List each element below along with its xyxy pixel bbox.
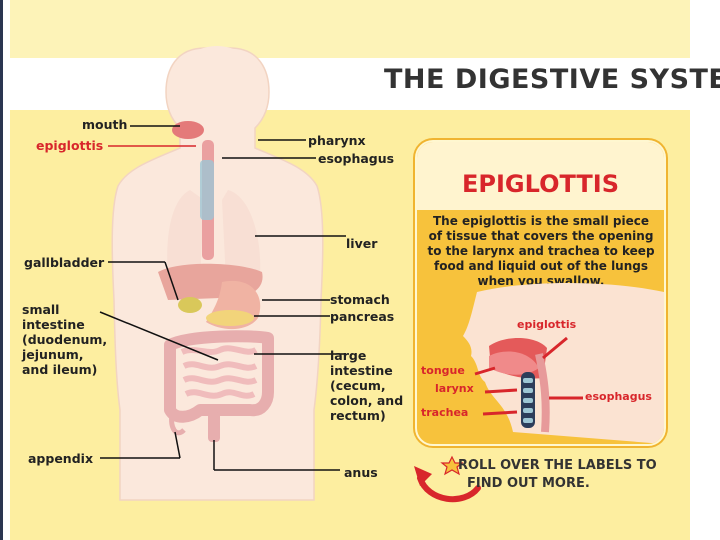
label-small-intestine[interactable]: small intestine (duodenum, jejunum, and … bbox=[22, 302, 107, 377]
label-mouth[interactable]: mouth bbox=[82, 117, 127, 132]
label-pharynx[interactable]: pharynx bbox=[308, 133, 366, 148]
label-epiglottis[interactable]: epiglottis bbox=[36, 138, 103, 153]
panel-label-epiglottis[interactable]: epiglottis bbox=[517, 318, 576, 331]
page-title: THE DIGESTIVE SYSTEM bbox=[384, 64, 720, 95]
trachea-tube bbox=[200, 160, 214, 220]
rollover-instruction: ROLL OVER THE LABELS TO FIND OUT MORE. bbox=[458, 457, 657, 493]
mouth-cavity bbox=[172, 121, 204, 139]
label-stomach[interactable]: stomach bbox=[330, 292, 390, 307]
info-panel: EPIGLOTTIS The epiglottis is the small p… bbox=[415, 140, 666, 446]
label-liver[interactable]: liver bbox=[346, 236, 377, 251]
gallbladder bbox=[178, 297, 202, 313]
pancreas bbox=[206, 310, 254, 326]
label-anus[interactable]: anus bbox=[344, 465, 378, 480]
label-gallbladder[interactable]: gallbladder bbox=[24, 255, 104, 270]
panel-label-larynx[interactable]: larynx bbox=[435, 382, 474, 395]
rectum bbox=[208, 412, 220, 442]
label-appendix[interactable]: appendix bbox=[28, 451, 93, 466]
label-pancreas[interactable]: pancreas bbox=[330, 309, 394, 324]
panel-label-tongue[interactable]: tongue bbox=[421, 364, 465, 377]
label-esophagus[interactable]: esophagus bbox=[318, 151, 394, 166]
panel-label-esophagus[interactable]: esophagus bbox=[585, 390, 652, 403]
panel-label-trachea[interactable]: trachea bbox=[421, 406, 468, 419]
label-large-intestine[interactable]: large intestine (cecum, colon, and rectu… bbox=[330, 348, 403, 423]
